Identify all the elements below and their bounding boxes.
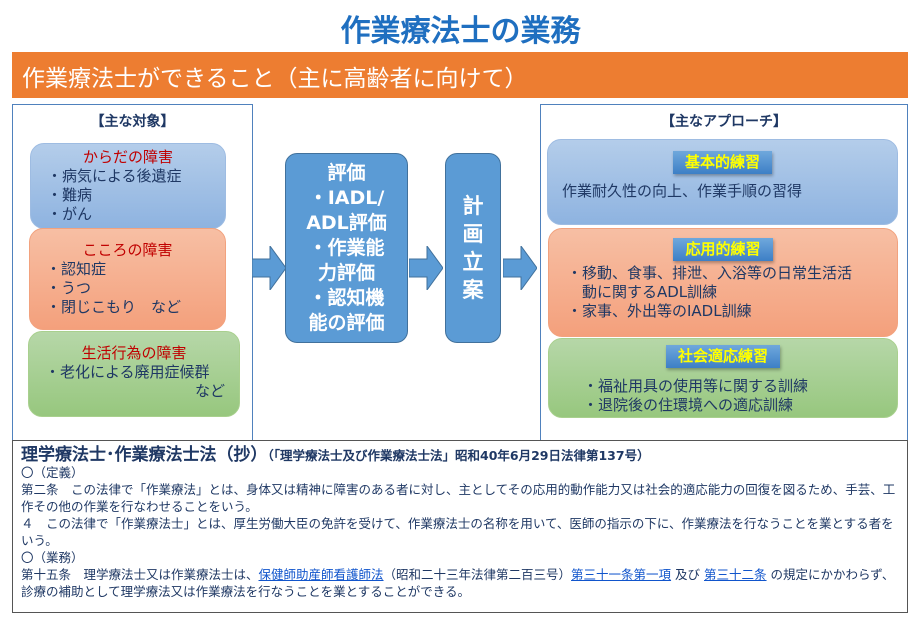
target-item: ・うつ: [46, 279, 92, 297]
evaluation-line: 能の評価: [308, 311, 385, 334]
target-title: からだの障害: [82, 148, 173, 166]
evaluation-line: ・認知機: [308, 286, 385, 309]
target-item: など: [194, 382, 225, 400]
planning-char: 画: [462, 222, 484, 246]
law-paragraph: 第二条 この法律で「作業療法」とは、身体又は精神に障害のある者に対し、主としてそ…: [21, 482, 896, 514]
evaluation-line: ・IADL/: [308, 186, 385, 209]
approach-social: 社会適応練習 ・福祉用具の使用等に関する訓練 ・退院後の住環境への適応訓練: [548, 338, 898, 418]
arrow-right-icon: [503, 246, 537, 290]
law-section: 〇（業務）: [21, 550, 84, 565]
approach-item: 動に関するADL訓練: [567, 283, 718, 301]
evaluation-line: ・作業能: [308, 236, 385, 259]
approach-item: ・家事、外出等のIADL訓練: [567, 302, 752, 320]
law-link[interactable]: 第三十一条第一項: [571, 567, 672, 582]
target-title: 生活行為の障害: [81, 344, 187, 362]
approach-title: 基本的練習: [672, 151, 772, 174]
text: 第十五条 理学療法士又は作業療法士は、: [21, 567, 259, 582]
target-item: ・がん: [47, 205, 93, 223]
approach-heading: 【主なアプローチ】: [661, 114, 787, 130]
target-item: ・閉じこもり など: [46, 298, 182, 316]
approach-applied: 応用的練習 ・移動、食事、排泄、入浴等の日常生活活 動に関するADL訓練 ・家事…: [548, 228, 898, 337]
target-title: こころの障害: [82, 241, 173, 259]
section-banner: 作業療法士ができること（主に高齢者に向けて）: [12, 52, 908, 98]
target-item: ・老化による廃用症候群: [45, 363, 210, 381]
approach-item: ・移動、食事、排泄、入浴等の日常生活活: [567, 264, 853, 282]
law-section: 〇（定義）: [21, 465, 84, 480]
approach-item: 作業耐久性の向上、作業手順の習得: [562, 182, 803, 200]
approach-item: ・退院後の住環境への適応訓練: [583, 396, 794, 414]
page-title: 作業療法士の業務: [340, 14, 581, 49]
law-paragraph: ４ この法律で「作業療法士」とは、厚生労働大臣の免許を受けて、作業療法士の名称を…: [21, 516, 894, 548]
text: 及び: [671, 567, 705, 582]
law-paragraph: 第十五条 理学療法士又は作業療法士は、保健師助産師看護師法（昭和二十三年法律第二…: [21, 566, 899, 600]
evaluation-line: 評価: [327, 161, 366, 184]
target-body: からだの障害 ・病気による後遺症 ・難病 ・がん: [30, 143, 226, 229]
target-item: ・難病: [47, 186, 93, 204]
law-subtitle: （「理学療法士及び作業療法士法」昭和40年6月29日法律第137号）: [267, 448, 650, 463]
arrow-right-icon: [252, 246, 286, 290]
law-link[interactable]: 第三十二条: [704, 567, 767, 582]
planning-char: 計: [462, 194, 484, 218]
approach-item: ・福祉用具の使用等に関する訓練: [583, 377, 809, 395]
text: （昭和二十三年法律第二百三号）: [383, 567, 572, 582]
evaluation-line: 力評価: [317, 261, 375, 284]
targets-heading: 【主な対象】: [90, 114, 175, 130]
approach-title: 応用的練習: [673, 238, 773, 261]
target-mind: こころの障害 ・認知症 ・うつ ・閉じこもり など: [29, 228, 226, 330]
law-link[interactable]: 保健師助産師看護師法: [258, 567, 384, 582]
planning-char: 案: [462, 278, 484, 302]
text: の規定にかかわらず、診療の補助として理学療法又は作業療法を行なうことを業とするこ…: [21, 567, 895, 599]
target-item: ・認知症: [46, 260, 107, 278]
law-excerpt: 理学療法士･作業療法士法（抄）（「理学療法士及び作業療法士法」昭和40年6月29…: [12, 440, 908, 613]
target-item: ・病気による後遺症: [47, 167, 182, 185]
evaluation-box: 評価 ・IADL/ ADL評価 ・作業能 力評価 ・認知機 能の評価: [285, 153, 408, 343]
target-life: 生活行為の障害 ・老化による廃用症候群 など: [28, 331, 240, 417]
approach-basic: 基本的練習 作業耐久性の向上、作業手順の習得: [547, 139, 898, 225]
law-title: 理学療法士･作業療法士法（抄）: [21, 445, 268, 465]
planning-char: 立: [462, 250, 484, 274]
arrow-right-icon: [409, 246, 443, 290]
planning-box: 計 画 立 案: [445, 153, 501, 343]
evaluation-line: ADL評価: [306, 211, 387, 234]
approach-title: 社会適応練習: [665, 345, 780, 368]
